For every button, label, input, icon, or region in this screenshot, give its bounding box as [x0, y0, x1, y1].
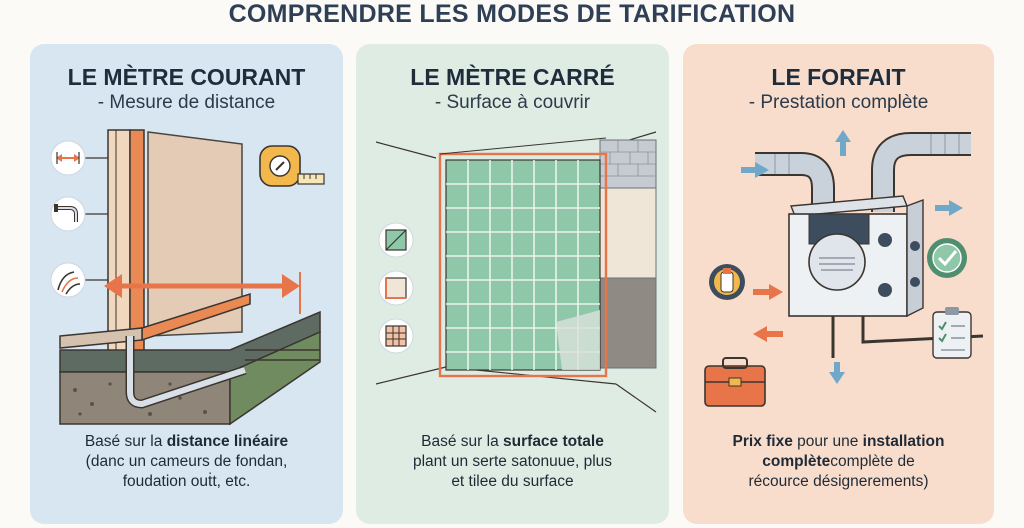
- tape-measure-icon: [259, 145, 325, 187]
- diagonal-square-icon: [378, 222, 414, 258]
- card-title: LE MÈTRE CARRÉ: [410, 64, 615, 90]
- gear-paintbrush-icon: [709, 264, 745, 300]
- pipe-icon: [50, 196, 108, 232]
- highlight-text: installation: [862, 433, 945, 450]
- highlight-text: Prix fixe: [732, 433, 793, 450]
- card-subtitle: - Surface à couvrir: [434, 92, 591, 113]
- highlight-text: complète: [762, 453, 831, 470]
- card-description: Basé sur la distance linéaire (danc un c…: [84, 433, 289, 490]
- ventilation-unit-illustration: [704, 130, 984, 407]
- highlight-text: surface totale: [503, 433, 604, 450]
- check-badge-icon: [927, 238, 967, 278]
- double-arrow-icon: [50, 140, 108, 176]
- toolbox-icon: [704, 357, 766, 407]
- card-subtitle: - Prestation complète: [748, 92, 929, 113]
- card-title: LE FORFAIT: [771, 64, 906, 90]
- cable-icon: [50, 262, 108, 298]
- card-subtitle: - Mesure de distance: [97, 92, 276, 113]
- card-metre-carre: LE MÈTRE CARRÉ - Surface à couvrir: [356, 44, 669, 524]
- card-metre-courant: LE MÈTRE COURANT - Mesure de distance: [30, 44, 343, 524]
- card-description: Basé sur la surface totale plant un sert…: [412, 433, 613, 490]
- page-title: COMPRENDRE LES MODES DE TARIFICATION: [228, 0, 796, 28]
- tile-grid-icon: [378, 318, 414, 354]
- linear-wall-illustration: [50, 129, 325, 426]
- card-title: LE MÈTRE COURANT: [67, 64, 306, 90]
- highlight-text: distance linéaire: [166, 433, 289, 450]
- card-forfait: LE FORFAIT - Prestation complète: [683, 44, 994, 524]
- tiled-wall-illustration: [375, 131, 657, 413]
- clipboard-checklist-icon: [932, 307, 972, 359]
- corner-square-icon: [378, 270, 414, 306]
- card-description: Prix fixe pour une installation complète…: [732, 433, 945, 490]
